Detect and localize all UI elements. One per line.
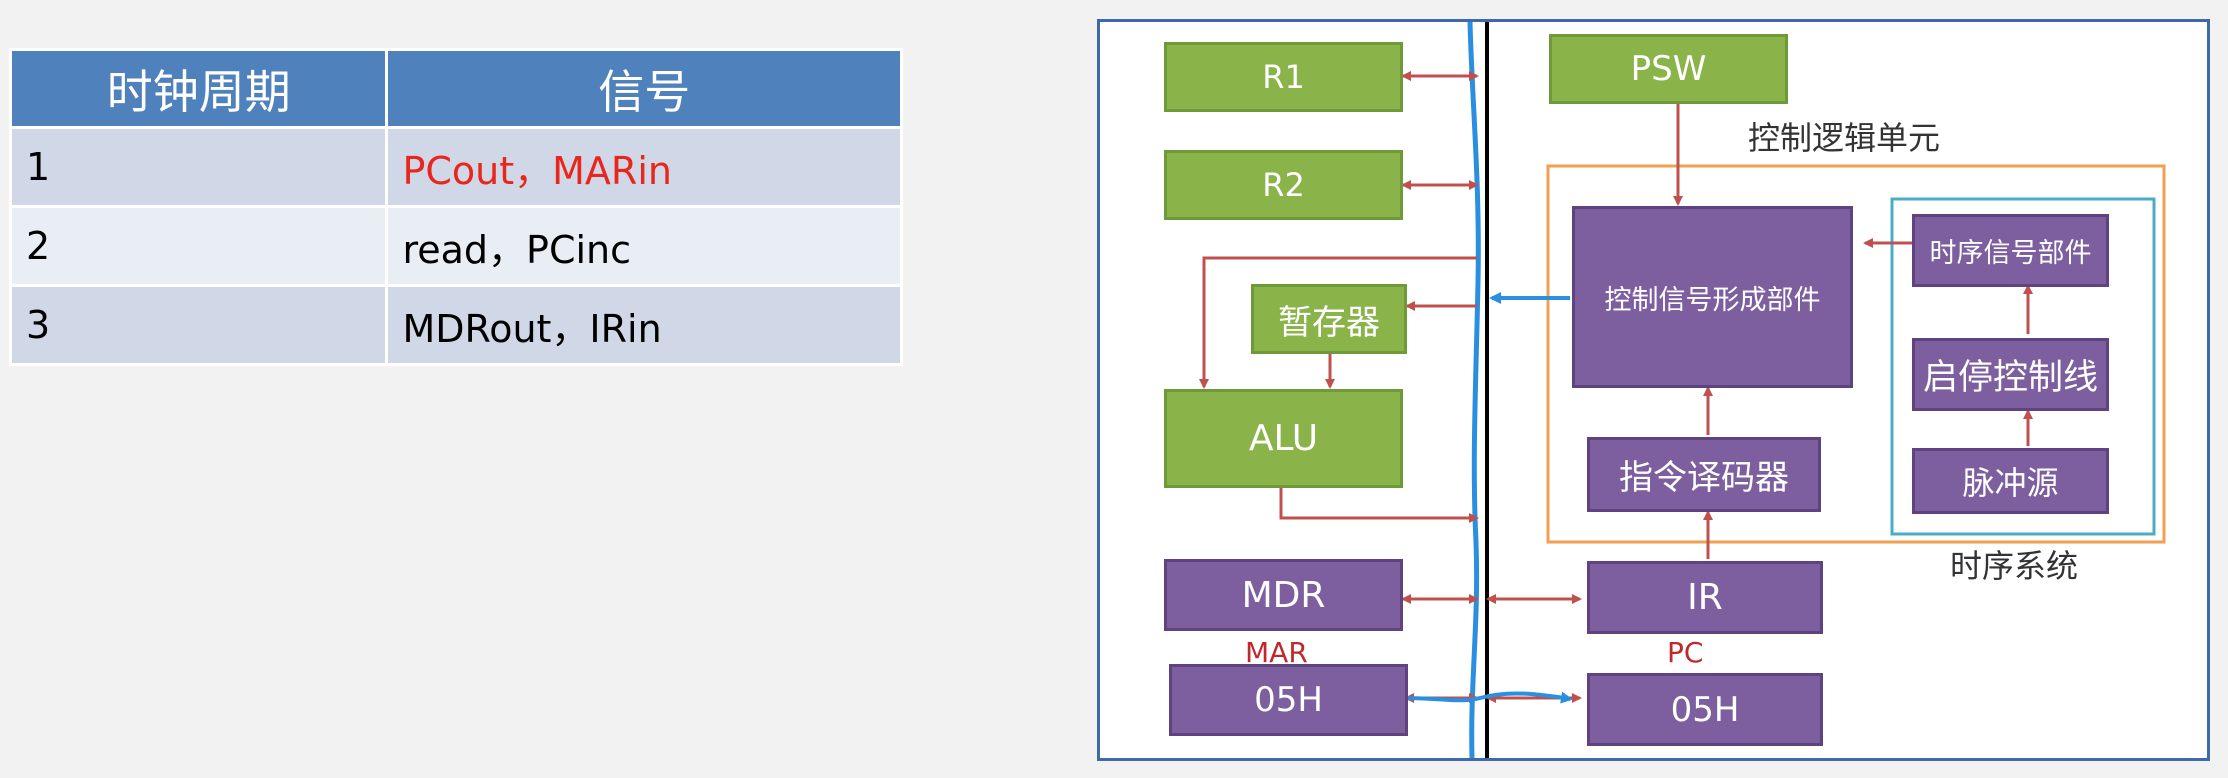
timing-system-frame [1890,197,2156,536]
instruction-decoder: 指令译码器 [1587,437,1821,512]
cycle-cell: 1 [8,126,389,208]
cpu-datapath-diagram: R1 R2 暂存器 ALU MDR MAR 05H PSW 控制逻辑单元 控制信… [1097,19,2210,761]
control-logic-frame [1546,164,2166,544]
signal-cell: read，PCinc [385,205,903,287]
pc-register: 05H [1587,673,1823,746]
cycle-cell: 2 [8,205,389,287]
control-signal-unit: 控制信号形成部件 [1572,206,1853,388]
pc-to-mar-highlight [1399,691,1573,704]
signal-cell: PCout，MARin [385,126,903,208]
signal-cell: MDRout，IRin [385,284,903,366]
mdr-register: MDR [1164,559,1403,631]
header-signal: 信号 [385,48,903,129]
table-row: 3 MDRout，IRin [8,284,903,366]
mar-label: MAR [1245,636,1308,669]
control-logic-unit-label: 控制逻辑单元 [1748,119,1941,157]
temp-register: 暂存器 [1251,284,1407,354]
table-row: 1 PCout，MARin [8,126,903,208]
bus-highlight-stroke [1467,22,1481,758]
ir-register: IR [1587,561,1823,634]
mar-register: 05H [1169,664,1408,736]
cycle-cell: 3 [8,284,389,366]
table-header-row: 时钟周期 信号 [8,48,903,129]
psw-register: PSW [1549,34,1788,104]
alu-to-bus-arrow [1279,488,1479,523]
alu-block: ALU [1164,389,1403,488]
r1-register: R1 [1164,42,1403,112]
pc-label: PC [1667,636,1704,669]
pulse-source: 脉冲源 [1912,448,2109,514]
timing-table: 时钟周期 信号 1 PCout，MARin 2 read，PCinc 3 MDR… [8,48,903,366]
timing-signal-unit: 时序信号部件 [1912,214,2109,287]
r2-register: R2 [1164,150,1403,220]
timing-system-label: 时序系统 [1950,547,2079,585]
header-clock-cycle: 时钟周期 [8,48,389,129]
table-row: 2 read，PCinc [8,205,903,287]
diagram-connections [1199,22,2166,758]
bus-to-alu-arrow [1199,256,1477,389]
start-stop-control-line: 启停控制线 [1912,338,2109,411]
